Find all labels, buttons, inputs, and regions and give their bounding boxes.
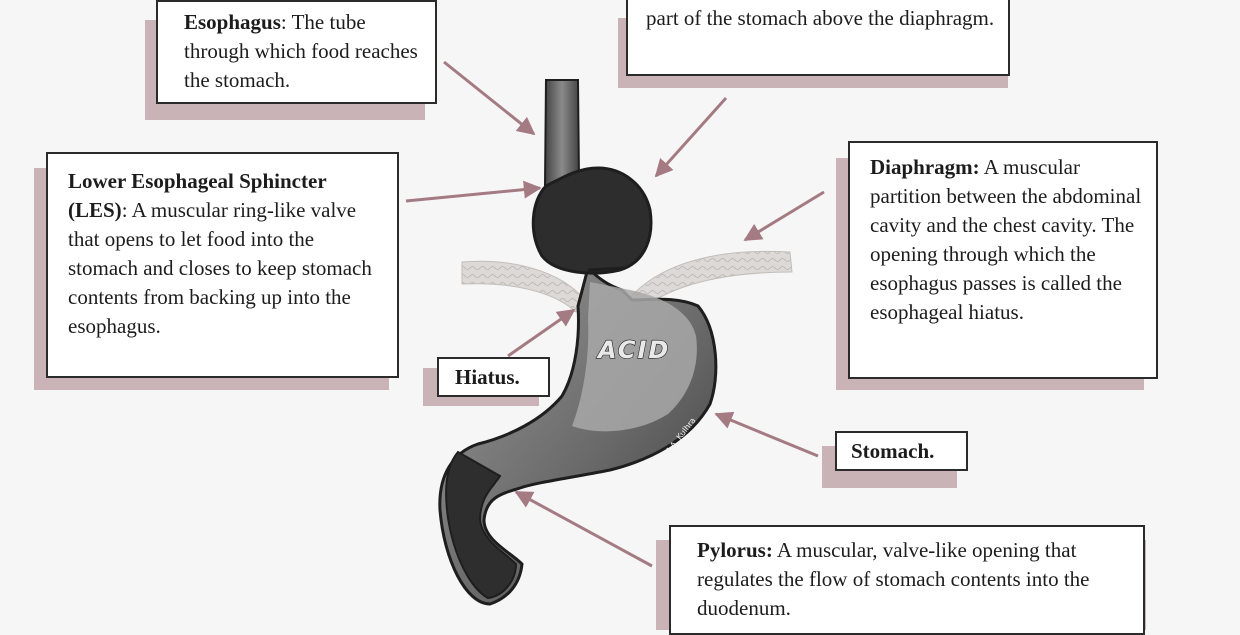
stomach-label: Stomach.	[835, 431, 968, 471]
les-callout: Lower Esophageal Sphincter (LES): A musc…	[46, 152, 399, 378]
anatomy-illustration: ACID M.A. Kulhra	[405, 60, 825, 606]
pylorus-arrow	[514, 490, 653, 568]
herniated-fundus	[531, 166, 653, 275]
hiatus-label: Hiatus.	[437, 357, 550, 397]
esophagus-tube	[543, 79, 581, 188]
acid-region	[572, 282, 697, 432]
esophagus-arrow	[443, 60, 536, 136]
diaphragm-left	[461, 260, 586, 313]
hiatus-arrow	[507, 308, 576, 358]
les-description: : A muscular ring-like valve that opens …	[68, 198, 372, 338]
stomach-arrow	[714, 411, 819, 458]
hiatal-hernia-callout: part of the stomach above the diaphragm.	[626, 0, 1010, 76]
pylorus-callout: Pylorus: A muscular, valve-like opening …	[669, 525, 1145, 635]
diaphragm-term: Diaphragm:	[870, 155, 980, 179]
esophagus-term: Esophagus	[184, 10, 281, 34]
les-term: Lower Esophageal Sphincter (LES)	[68, 169, 327, 222]
diaphragm-arrow	[743, 190, 825, 242]
pylorus-description: A muscular, valve-like opening that regu…	[697, 538, 1090, 620]
esophagus-callout: Esophagus: The tube through which food r…	[156, 0, 437, 104]
duodenum	[445, 450, 518, 600]
diaphragm-callout: Diaphragm: A muscular partition between …	[848, 141, 1158, 379]
diaphragm-description: A muscular partition between the abdomin…	[870, 155, 1142, 324]
esophagus-description: : The tube through which food reaches th…	[184, 10, 418, 92]
diaphragm-right	[627, 250, 793, 311]
hernia-arrow	[654, 96, 728, 178]
les-arrow	[405, 180, 542, 203]
pylorus-term: Pylorus:	[697, 538, 773, 562]
acid-text: ACID	[596, 336, 670, 364]
hiatal-hernia-description: part of the stomach above the diaphragm.	[646, 6, 995, 30]
diagram-page: ACID M.A. Kulhra Esophagus: The tube thr…	[34, 0, 1158, 635]
